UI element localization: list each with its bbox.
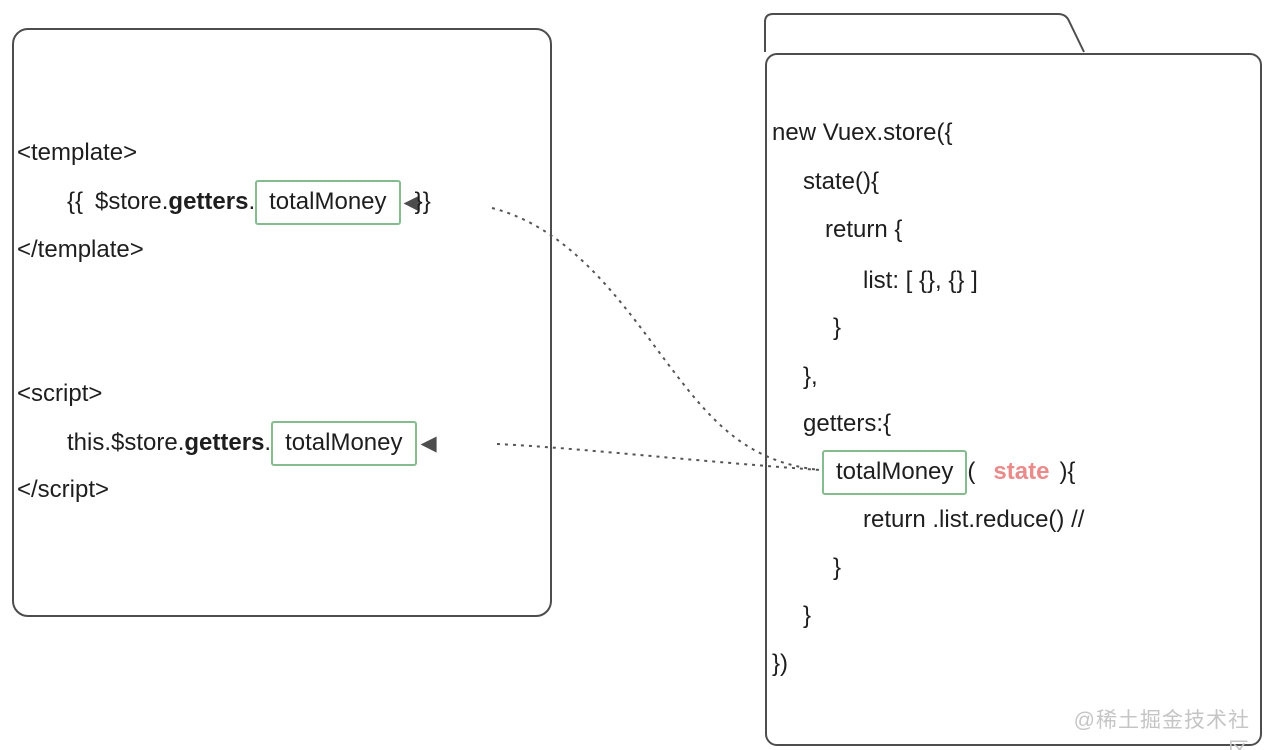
template-open-tag: <template> <box>17 139 138 166</box>
script-close-line: </script> <box>17 467 109 513</box>
template-open-line: <template> <box>17 130 137 176</box>
getters-keyword: getters <box>184 429 265 456</box>
code-text: }, <box>803 363 818 390</box>
this-store-ref: this.$store. <box>67 429 185 456</box>
watermark: @稀土掘金技术社区 <box>1073 709 1250 750</box>
code-line-close-store: }) <box>772 641 788 687</box>
mustache-close: }} <box>414 188 431 215</box>
code-line-list: list: [ {}, {} ] <box>863 258 978 304</box>
state-param: state <box>993 458 1050 485</box>
mustache-open: {{ <box>67 188 84 215</box>
arrowhead-icon: ◀ <box>403 190 420 214</box>
paren-open: ( <box>967 458 976 485</box>
paren-close-brace: ){ <box>1059 458 1076 485</box>
template-close-line: </template> <box>17 227 144 273</box>
totalmoney-highlight-script: totalMoney <box>271 420 417 466</box>
store-file-panel <box>765 53 1262 746</box>
totalmoney-highlight-store: totalMoney <box>822 449 968 495</box>
code-text: list: [ {}, {} ] <box>863 267 978 294</box>
script-open-tag: <script> <box>17 380 103 407</box>
code-text: new Vuex.store({ <box>772 119 953 146</box>
code-line-close-getters: } <box>803 593 811 639</box>
code-line-close-state: }, <box>803 354 818 400</box>
script-open-line: <script> <box>17 371 102 417</box>
dot: . <box>248 188 256 215</box>
dot: . <box>264 429 272 456</box>
code-line-close-getter: } <box>833 545 841 591</box>
code-text: } <box>833 554 842 581</box>
code-line-totalmoney: totalMoney ( state ){ <box>822 449 1075 495</box>
getters-keyword: getters <box>168 188 249 215</box>
code-text: return { <box>825 216 903 243</box>
code-line-reduce: return .list.reduce() // <box>863 497 1084 543</box>
template-close-tag: </template> <box>17 236 144 263</box>
code-line-getters: getters:{ <box>803 401 891 447</box>
script-close-tag: </script> <box>17 476 110 503</box>
code-line-new-store: new Vuex.store({ <box>772 110 953 156</box>
template-interpolation-line: {{ $store. getters . totalMoney ◀ }} <box>67 179 431 225</box>
code-line-return: return { <box>825 207 902 253</box>
arrowhead-icon: ◀ <box>420 431 437 455</box>
code-text: }) <box>772 650 789 677</box>
component-panel <box>12 28 552 617</box>
code-text: getters:{ <box>803 410 892 437</box>
store-ref: $store. <box>95 188 169 215</box>
code-line-close-inner: } <box>833 305 841 351</box>
script-access-line: this.$store. getters . totalMoney ◀ <box>67 420 437 466</box>
code-text: } <box>833 314 842 341</box>
code-text: } <box>803 602 812 629</box>
reduce-call: .list.reduce() // <box>932 506 1085 533</box>
file-tab-title: src/store/index.js <box>831 21 1004 47</box>
return-keyword: return <box>863 506 933 533</box>
totalmoney-highlight-template: totalMoney <box>255 179 401 225</box>
code-line-state: state(){ <box>803 159 879 205</box>
code-text: state(){ <box>803 168 880 195</box>
